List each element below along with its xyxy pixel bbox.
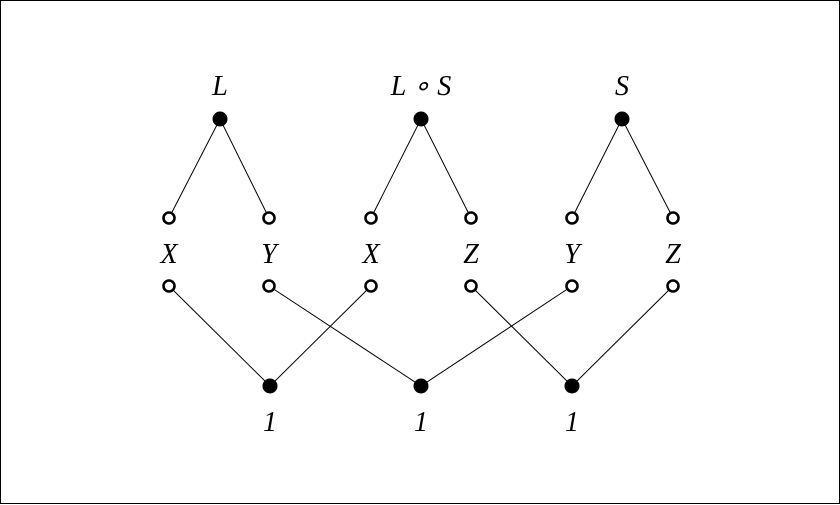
edge-m2-b2 <box>268 285 422 387</box>
edge-m6-b3 <box>571 285 674 387</box>
top-node <box>413 111 429 127</box>
edge-m1-b1 <box>168 285 271 387</box>
middle-node-upper <box>364 211 378 225</box>
edge-m4-b3 <box>470 285 573 387</box>
top-node-label: L <box>211 71 228 102</box>
top-node-label: L ∘ S <box>390 71 452 102</box>
edge-t1-m2 <box>219 118 270 219</box>
middle-node-lower <box>464 279 478 293</box>
middle-node-upper <box>262 211 276 225</box>
middle-node-lower <box>364 279 378 293</box>
middle-node-upper <box>464 211 478 225</box>
middle-node-label: Y <box>564 239 583 270</box>
bottom-node <box>262 378 278 394</box>
top-node <box>212 111 228 127</box>
edge-t3-m5 <box>571 118 623 219</box>
top-node <box>614 111 630 127</box>
middle-node-label: Y <box>261 239 280 270</box>
middle-node-label: X <box>361 239 380 270</box>
middle-node-label: X <box>159 239 178 270</box>
bottom-node <box>413 378 429 394</box>
edge-t2-m3 <box>370 118 422 219</box>
bottom-node <box>564 378 580 394</box>
middle-node-upper <box>666 211 680 225</box>
middle-node-upper <box>565 211 579 225</box>
middle-node-label: Z <box>463 239 479 270</box>
bottom-node-label: 1 <box>414 407 428 438</box>
middle-node-label: Z <box>665 239 681 270</box>
edge-m3-b1 <box>269 285 372 387</box>
middle-node-upper <box>162 211 176 225</box>
edge-t2-m4 <box>420 118 472 219</box>
edge-t1-m1 <box>168 118 221 219</box>
middle-node-lower <box>565 279 579 293</box>
middle-node-lower <box>262 279 276 293</box>
bottom-node-label: 1 <box>565 407 579 438</box>
top-node-label: S <box>615 71 629 102</box>
edge-m5-b2 <box>420 285 573 387</box>
middle-node-lower <box>162 279 176 293</box>
middle-node-lower <box>666 279 680 293</box>
bottom-node-label: 1 <box>263 407 277 438</box>
edge-t3-m6 <box>621 118 674 219</box>
